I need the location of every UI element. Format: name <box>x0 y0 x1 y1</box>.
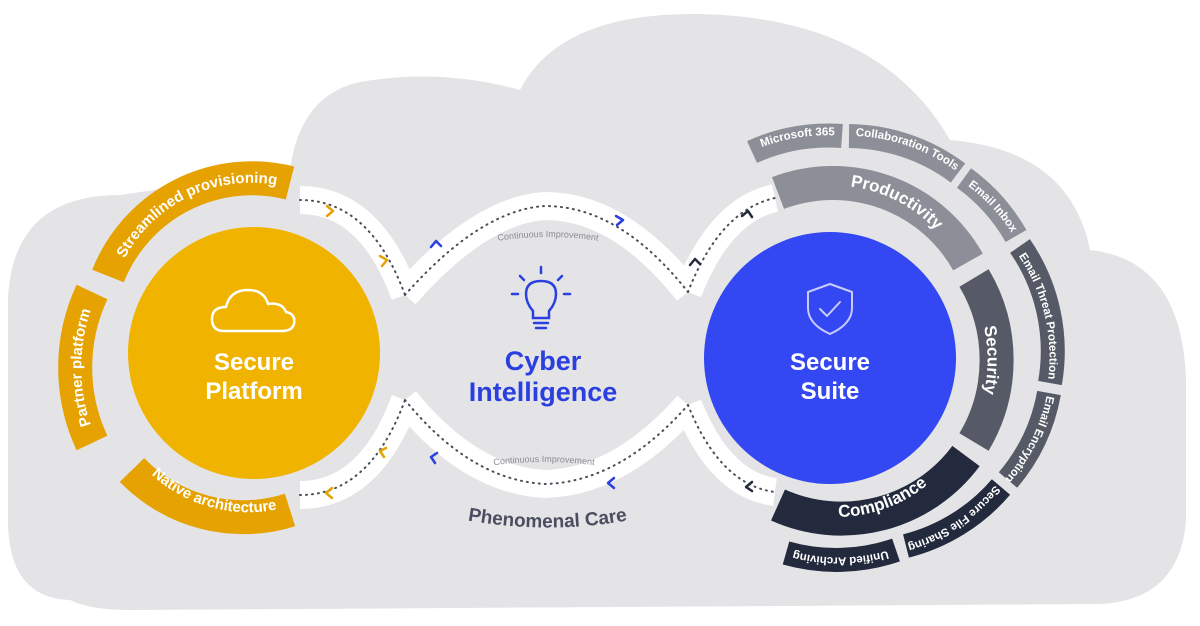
arrow-chevron-icon <box>378 446 388 459</box>
loop-paths <box>299 184 779 509</box>
segment-secure-file-sharing <box>902 479 1011 558</box>
arrow-chevron-icon <box>614 214 625 227</box>
segment-streamlined-provisioning <box>92 161 295 283</box>
continuous-improvement-top: Continuous Improvement <box>497 229 600 243</box>
cyber-intelligence-group: Cyber Intelligence <box>469 265 618 407</box>
arrow-chevron-icon <box>429 239 443 249</box>
segment-native-architecture <box>119 457 296 535</box>
segment-microsoft-365 <box>747 123 843 164</box>
segment-email-inbox <box>956 168 1027 243</box>
secure-platform-title-line1: Secure <box>214 349 294 376</box>
segment-unified-archiving <box>782 538 900 572</box>
secure-suite-circle <box>704 232 956 484</box>
lightbulb-icon <box>510 265 572 330</box>
arrow-chevron-icon <box>688 257 702 267</box>
segment-compliance <box>771 445 980 536</box>
cloud-icon <box>210 288 296 333</box>
secure-suite-title-line1: Secure <box>790 349 870 376</box>
segment-email-threat-protection <box>1010 239 1065 386</box>
arrow-chevron-icon <box>325 204 335 218</box>
segment-collaboration-tools <box>848 124 966 183</box>
cyber-intelligence-title-line1: Cyber <box>505 346 582 376</box>
secure-platform-circle <box>128 227 380 479</box>
secure-suite-title-line2: Suite <box>801 378 860 405</box>
arrow-chevron-icon <box>378 254 389 268</box>
arrow-chevron-icon <box>744 480 754 493</box>
arrow-chevron-icon <box>324 486 334 500</box>
segment-productivity <box>771 166 983 271</box>
secure-platform-title-line2: Platform <box>205 378 302 405</box>
segment-partner-platform <box>58 284 108 451</box>
arrow-chevron-icon <box>429 451 439 465</box>
continuous-improvement-bottom: Continuous Improvement <box>493 454 596 467</box>
segment-security <box>959 269 1014 451</box>
segment-email-encryption <box>998 390 1061 488</box>
arrow-chevron-icon <box>606 476 616 490</box>
cyber-intelligence-title-line2: Intelligence <box>469 377 618 407</box>
arrow-chevron-icon <box>740 209 754 219</box>
security-label: Security <box>980 324 1003 397</box>
shield-check-icon <box>807 283 853 335</box>
